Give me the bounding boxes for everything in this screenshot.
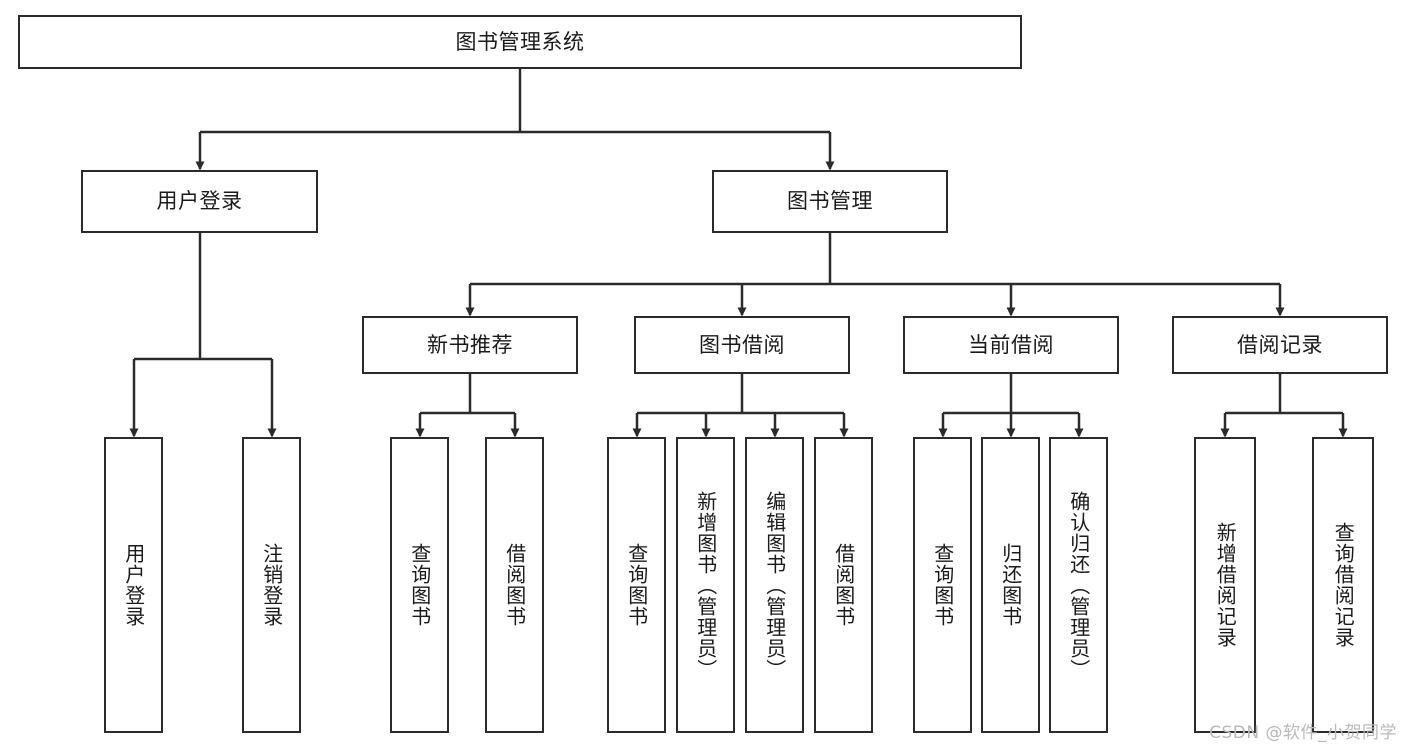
leaf-node-leaf-query-record[interactable]: 查询借阅记录 [1312, 437, 1374, 733]
node-label: 图书管理系统 [455, 29, 585, 54]
node-label: 归还图书 [998, 543, 1023, 627]
node-label: 查询图书 [407, 543, 432, 627]
node-label: 查询图书 [624, 543, 649, 627]
node-label: 查询借阅记录 [1331, 522, 1356, 648]
root-node-system[interactable]: 图书管理系统 [18, 15, 1022, 69]
node-label: 图书借阅 [699, 332, 785, 357]
node-label: 注销登录 [259, 543, 284, 627]
node-label: 借阅图书 [831, 543, 856, 627]
submodule-node-borrow-record[interactable]: 借阅记录 [1172, 316, 1388, 374]
leaf-node-leaf-edit-book[interactable]: 编辑图书（管理员） [745, 437, 804, 733]
leaf-node-leaf-add-record[interactable]: 新增借阅记录 [1194, 437, 1256, 733]
leaf-node-leaf-logout[interactable]: 注销登录 [242, 437, 301, 733]
leaf-node-leaf-add-book[interactable]: 新增图书（管理员） [676, 437, 735, 733]
node-label: 当前借阅 [968, 332, 1054, 357]
node-label: 查询图书 [930, 543, 955, 627]
node-label: 新书推荐 [427, 332, 513, 357]
leaf-node-leaf-return-book[interactable]: 归还图书 [981, 437, 1040, 733]
leaf-node-leaf-query-book-b[interactable]: 查询图书 [607, 437, 666, 733]
leaf-node-leaf-query-book-c[interactable]: 查询图书 [913, 437, 972, 733]
node-label: 用户登录 [156, 189, 243, 214]
leaf-node-leaf-borrow-book-b[interactable]: 借阅图书 [814, 437, 873, 733]
leaf-node-leaf-query-book-rec[interactable]: 查询图书 [390, 437, 449, 733]
module-node-user-login[interactable]: 用户登录 [81, 170, 318, 233]
node-label: 借阅记录 [1237, 332, 1323, 357]
leaf-node-leaf-confirm-return[interactable]: 确认归还（管理员） [1049, 437, 1108, 733]
leaf-node-leaf-user-login[interactable]: 用户登录 [104, 437, 163, 733]
submodule-node-current-borrow[interactable]: 当前借阅 [903, 316, 1119, 374]
edge-group [129, 69, 1348, 438]
node-label: 编辑图书（管理员） [762, 490, 787, 680]
submodule-node-book-borrow[interactable]: 图书借阅 [634, 316, 850, 374]
node-label: 新增借阅记录 [1213, 522, 1238, 648]
module-node-book-manage[interactable]: 图书管理 [712, 170, 948, 233]
submodule-node-new-book-rec[interactable]: 新书推荐 [362, 316, 578, 374]
leaf-node-leaf-borrow-book-rec[interactable]: 借阅图书 [485, 437, 544, 733]
node-label: 借阅图书 [502, 543, 527, 627]
node-label: 图书管理 [787, 189, 873, 214]
node-label: 确认归还（管理员） [1066, 490, 1091, 680]
node-label: 用户登录 [121, 543, 146, 627]
node-label: 新增图书（管理员） [693, 490, 718, 680]
